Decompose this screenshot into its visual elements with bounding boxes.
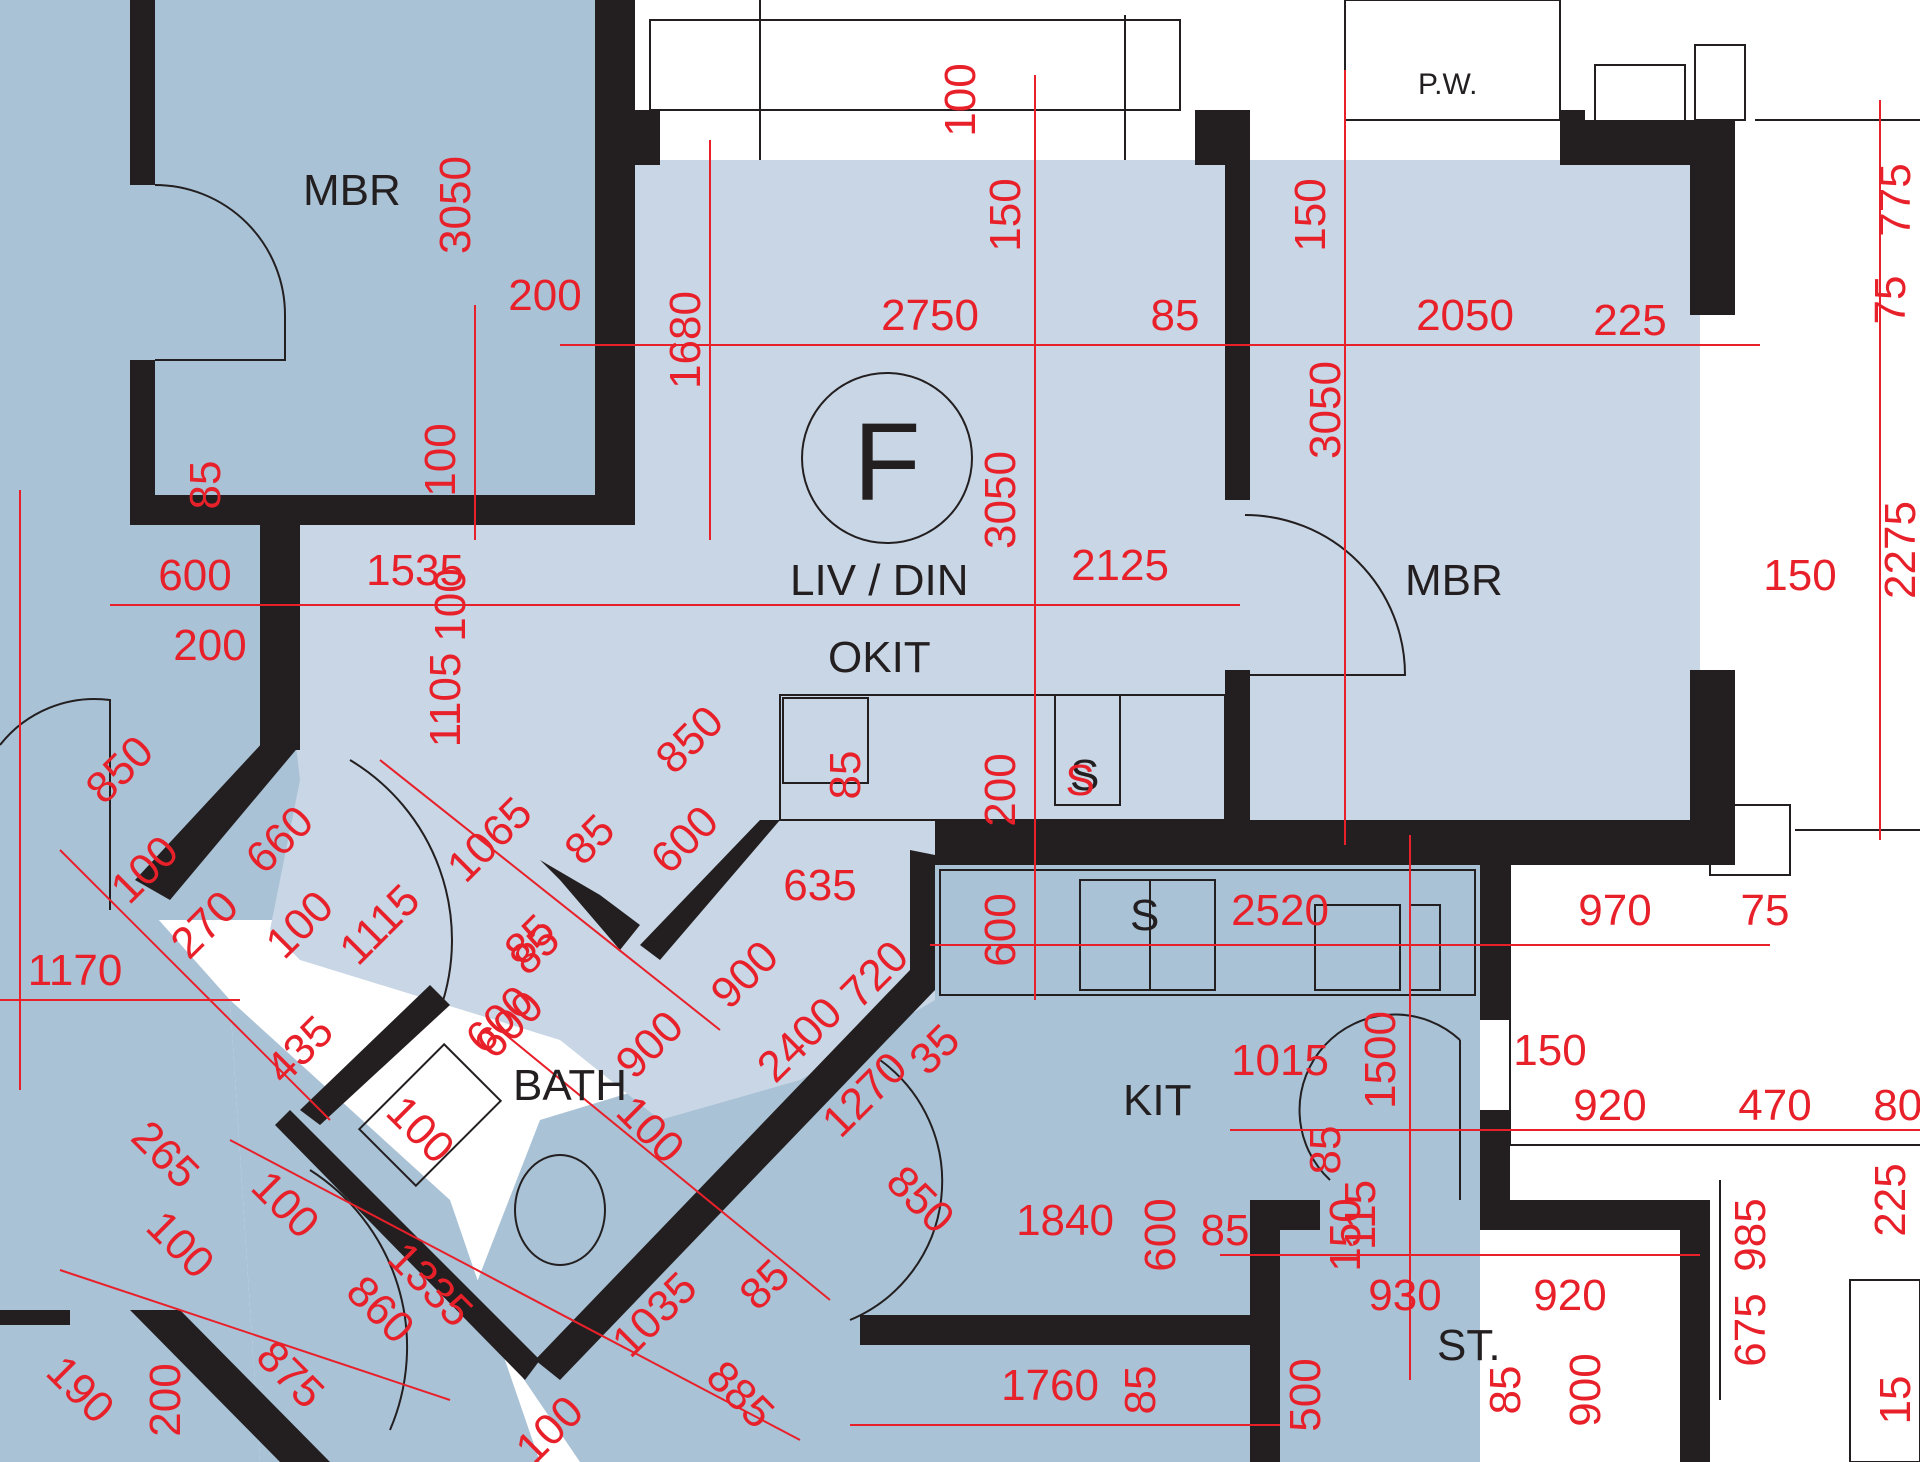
dimension-label: 200: [508, 271, 581, 320]
dimension-label: 970: [1578, 886, 1651, 935]
dimension-label: 600: [158, 551, 231, 600]
dimension-label: 2520: [1231, 886, 1329, 935]
flat-marker: F: [801, 372, 973, 544]
dimension-label: 85: [1116, 1366, 1165, 1415]
dimension-label: 2750: [881, 291, 979, 340]
dimension-label: 600: [1136, 1198, 1185, 1271]
dimension-label: 900: [1561, 1353, 1610, 1426]
room-label-bath: BATH: [513, 1061, 627, 1110]
dimension-label: 225: [1593, 296, 1666, 345]
dimension-label: 100: [936, 63, 985, 136]
dimension-label: 75: [1866, 276, 1915, 325]
sink-label-kit: S: [1130, 891, 1159, 940]
dimension-label: 150: [981, 178, 1030, 251]
dimension-label: 920: [1573, 1081, 1646, 1130]
room-fills-light: [270, 160, 1700, 1120]
dimension-label: 985: [1726, 1198, 1775, 1271]
dimension-label: 3050: [976, 451, 1025, 549]
dimension-label: 115: [1336, 1180, 1385, 1250]
room-label-okit: OKIT: [828, 633, 931, 682]
dimension-label: 2275: [1876, 501, 1920, 599]
dimension-label: 150: [1513, 1026, 1586, 1075]
dimension-label: 225: [1866, 1163, 1915, 1236]
room-label-pw: P.W.: [1418, 68, 1477, 101]
dimension-label: 150: [1321, 1198, 1370, 1271]
room-fills-dark: [0, 0, 1480, 1462]
room-label-mbr-right: MBR: [1405, 556, 1503, 605]
dimension-label: 2050: [1416, 291, 1514, 340]
dimension-label: 675: [1726, 1293, 1775, 1366]
dimension-label: 85: [1481, 1366, 1530, 1415]
room-label-kit: KIT: [1123, 1076, 1191, 1125]
dimension-label: 800: [1873, 1081, 1920, 1130]
room-label-mbr-left: MBR: [303, 166, 401, 215]
dimension-label: 3050: [431, 156, 480, 254]
dimension-label: 1105: [421, 653, 470, 748]
dimension-label: 85: [1151, 291, 1200, 340]
dimension-label: 1170: [28, 946, 123, 995]
dimension-label: 1015: [1231, 1036, 1329, 1085]
dimension-label: 1840: [1016, 1196, 1114, 1245]
walls: [0, 0, 1735, 1462]
dimension-label: 85: [1301, 1126, 1350, 1175]
dimension-label: 200: [976, 753, 1025, 826]
dimension-label: 2125: [1071, 541, 1169, 590]
dimension-label: 85: [1201, 1206, 1250, 1255]
dimension-label: 3050: [1301, 361, 1350, 459]
room-labels: MBR LIV / DIN OKIT MBR BATH KIT ST. P.W.…: [303, 68, 1503, 1370]
dimension-label: 600: [976, 893, 1025, 966]
sink-label-okit: S: [1070, 751, 1099, 800]
dimension-label: 200: [173, 621, 246, 670]
dimension-label: 500: [1281, 1358, 1330, 1431]
room-label-liv-din: LIV / DIN: [790, 556, 969, 605]
dimension-label: 920: [1533, 1271, 1606, 1320]
dimension-label: 1500: [1356, 1011, 1405, 1109]
dimension-label: 75: [1741, 886, 1790, 935]
dimension-label: 1680: [661, 291, 710, 389]
dimension-label: 150: [1286, 178, 1335, 251]
dimension-label: 100: [426, 568, 475, 641]
dimension-lines: [0, 70, 1920, 1441]
dimension-label: 1760: [1001, 1361, 1099, 1410]
flat-letter: F: [853, 401, 920, 524]
dimension-label: 635: [783, 861, 856, 910]
dimension-label: 85: [181, 461, 230, 510]
dimension-label: 150: [1763, 551, 1836, 600]
dimension-label: 775: [1871, 163, 1920, 236]
dimension-label: 100: [416, 423, 465, 496]
dimension-label: 200: [141, 1363, 190, 1436]
dimension-label: 85: [821, 751, 870, 800]
dimension-label: 1535: [366, 546, 464, 595]
dimension-label: 15: [1871, 1376, 1920, 1425]
dimension-label: 930: [1368, 1271, 1441, 1320]
dimension-label: 470: [1738, 1081, 1811, 1130]
room-label-store: ST.: [1437, 1321, 1501, 1370]
dimension-label: S: [1065, 756, 1094, 805]
